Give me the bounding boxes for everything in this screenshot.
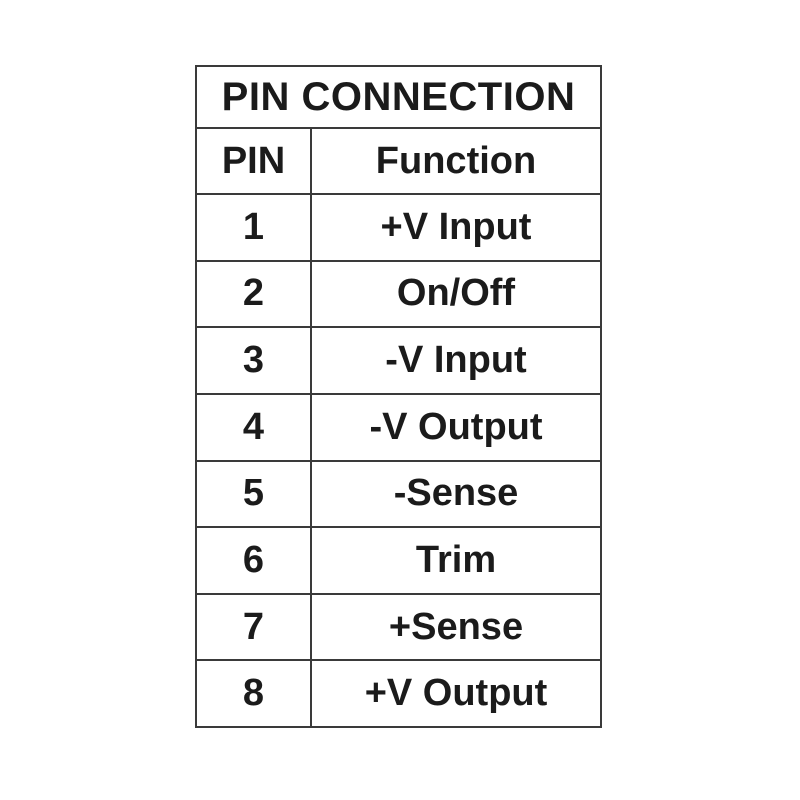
pin-column-header: PIN — [195, 127, 312, 195]
pin-number-cell: 3 — [195, 326, 312, 395]
function-cell: -V Output — [310, 392, 602, 462]
table-row: 8+V Output — [195, 659, 602, 728]
function-cell: -V Input — [310, 326, 602, 395]
table-row: 5-Sense — [195, 459, 602, 529]
pin-number-cell: 2 — [195, 259, 312, 329]
table-header-row: PIN Function — [195, 127, 602, 195]
function-cell: +V Output — [310, 659, 602, 728]
pin-number-cell: 7 — [195, 592, 312, 662]
pin-number-cell: 8 — [195, 659, 312, 728]
pin-number-cell: 1 — [195, 193, 312, 262]
pin-number-cell: 6 — [195, 526, 312, 595]
function-cell: -Sense — [310, 459, 602, 529]
function-cell: Trim — [310, 526, 602, 595]
table-row: 1+V Input — [195, 193, 602, 262]
function-cell: +Sense — [310, 592, 602, 662]
table-row: 4-V Output — [195, 392, 602, 462]
table-title-row: PIN CONNECTION — [195, 65, 602, 129]
table-title: PIN CONNECTION — [195, 65, 602, 129]
table-row: 7+Sense — [195, 592, 602, 662]
function-cell: +V Input — [310, 193, 602, 262]
function-cell: On/Off — [310, 259, 602, 329]
table-row: 3-V Input — [195, 326, 602, 395]
pin-number-cell: 4 — [195, 392, 312, 462]
function-column-header: Function — [310, 127, 602, 195]
pin-number-cell: 5 — [195, 459, 312, 529]
